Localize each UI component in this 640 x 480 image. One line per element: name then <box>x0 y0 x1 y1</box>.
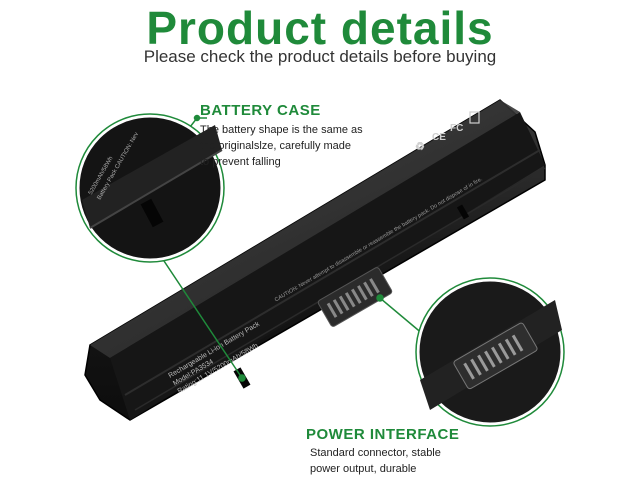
power-interface-description: Standard connector, stable power output,… <box>310 447 441 475</box>
ce-mark-icon: CE <box>432 132 446 143</box>
zoom-circle-connector <box>415 277 565 427</box>
battery-case-description: The battery shape is the same as the ori… <box>200 124 363 168</box>
battery-connector <box>317 267 393 327</box>
battery-case-heading: BATTERY CASE <box>200 102 321 119</box>
fc-mark-icon: FC <box>450 123 463 134</box>
page-subtitle: Please check the product details before … <box>143 47 497 66</box>
recycle-icon: ♻ <box>415 141 425 153</box>
page-title: Product details <box>146 2 494 54</box>
certification-marks: ♻ CE FC <box>415 111 480 153</box>
latch-slot <box>456 204 470 220</box>
bin-icon <box>469 111 480 124</box>
zoom-circle-case: Battery Pack CAUTION: Nev 5200mAh/58Wh <box>75 113 225 263</box>
power-interface-heading: POWER INTERFACE <box>306 426 460 443</box>
